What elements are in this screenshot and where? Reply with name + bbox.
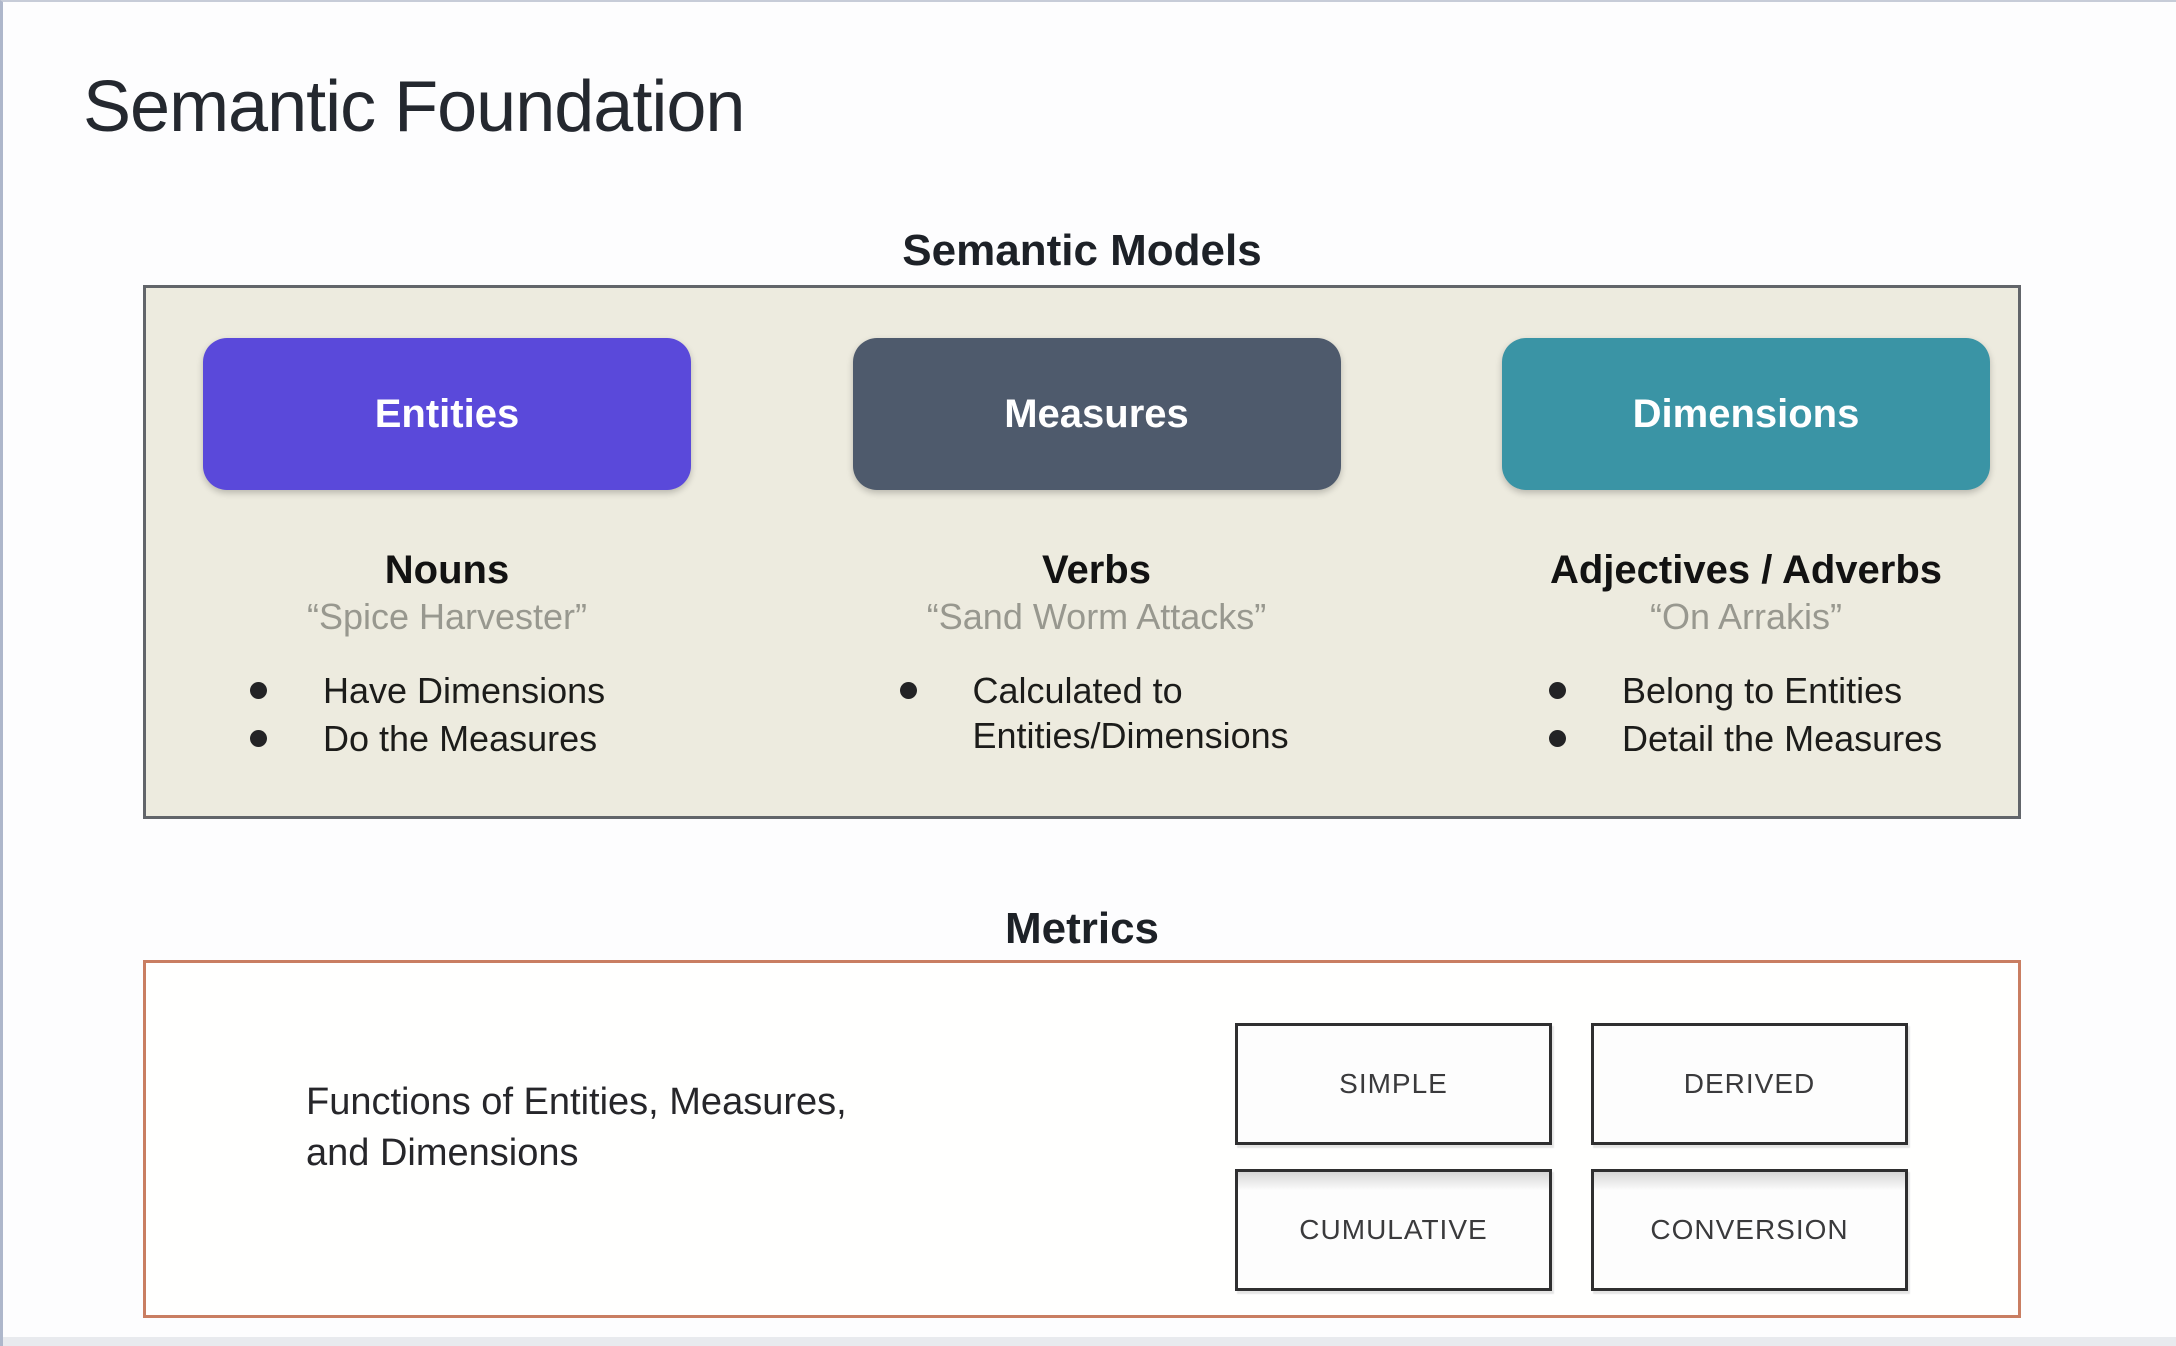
metric-types-grid: SIMPLE DERIVED CUMULATIVE CONVERSION xyxy=(1235,1023,1908,1291)
metric-type-box-derived: DERIVED xyxy=(1591,1023,1908,1145)
metrics-panel: Functions of Entities, Measures, and Dim… xyxy=(143,960,2021,1318)
bullet-item: Have Dimensions xyxy=(248,668,691,713)
page-title: Semantic Foundation xyxy=(83,67,745,147)
measures-example-label: “Sand Worm Attacks” xyxy=(926,596,1267,637)
entities-role-label: Nouns xyxy=(384,548,510,592)
entities-bullet-list: Have Dimensions Do the Measures xyxy=(203,668,691,764)
dimensions-bullet-list: Belong to Entities Detail the Measures xyxy=(1502,668,1990,764)
metric-type-box-simple: SIMPLE xyxy=(1235,1023,1552,1145)
semantic-models-heading: Semantic Models xyxy=(902,226,1262,275)
bullet-item: Belong to Entities xyxy=(1547,668,1990,713)
bullet-item: Detail the Measures xyxy=(1547,716,1990,761)
model-column-entities: Entities Nouns “Spice Harvester” Have Di… xyxy=(203,338,691,816)
dimensions-role-label: Adjectives / Adverbs xyxy=(1549,548,1942,592)
metrics-description: Functions of Entities, Measures, and Dim… xyxy=(306,1077,847,1179)
model-column-dimensions: Dimensions Adjectives / Adverbs “On Arra… xyxy=(1502,338,1990,816)
entities-example-label: “Spice Harvester” xyxy=(306,596,588,637)
model-column-measures: Measures Verbs “Sand Worm Attacks” Calcu… xyxy=(852,338,1341,816)
bottom-edge-strip xyxy=(3,1337,2176,1346)
metrics-description-line: and Dimensions xyxy=(306,1132,579,1174)
semantic-models-panel: Entities Nouns “Spice Harvester” Have Di… xyxy=(143,285,2021,819)
bullet-item: Calculated to Entities/Dimensions xyxy=(898,668,1341,758)
entities-pill: Entities xyxy=(203,338,691,490)
bullet-item: Do the Measures xyxy=(248,716,691,761)
dimensions-pill: Dimensions xyxy=(1502,338,1990,490)
measures-pill: Measures xyxy=(852,338,1341,490)
dimensions-example-label: “On Arrakis” xyxy=(1649,596,1843,637)
metrics-heading: Metrics xyxy=(1004,904,1160,953)
metric-type-box-cumulative: CUMULATIVE xyxy=(1235,1169,1552,1291)
metrics-description-line: Functions of Entities, Measures, xyxy=(306,1081,847,1123)
metric-type-box-conversion: CONVERSION xyxy=(1591,1169,1908,1291)
measures-bullet-list: Calculated to Entities/Dimensions xyxy=(853,668,1341,761)
measures-role-label: Verbs xyxy=(1042,548,1151,592)
